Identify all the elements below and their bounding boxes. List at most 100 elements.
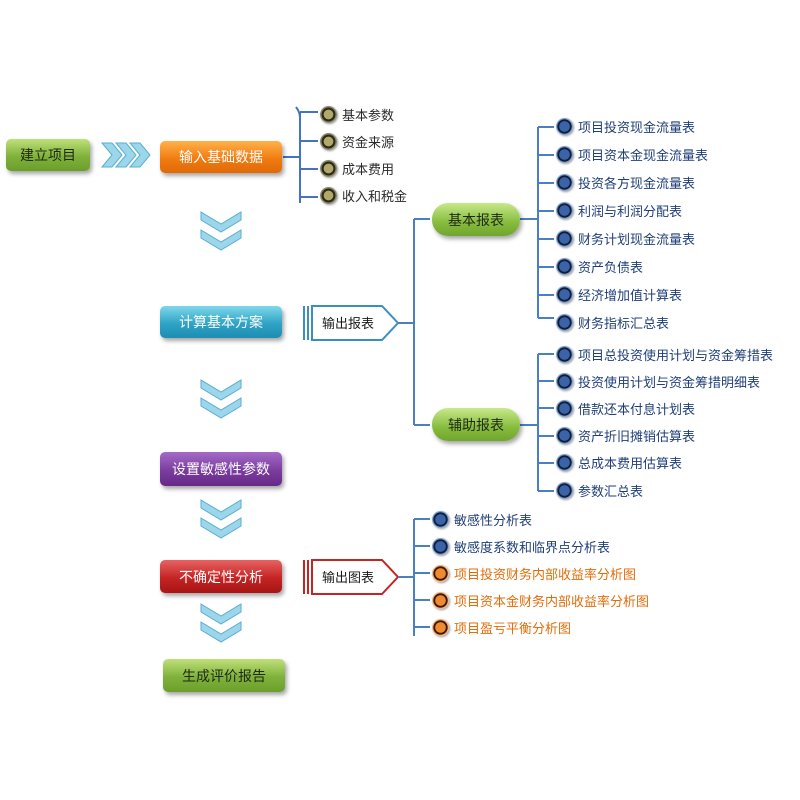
bullet-icon <box>320 105 337 123</box>
basic-report-item-label: 利润与利润分配表 <box>578 204 683 220</box>
bullet-icon <box>320 159 337 177</box>
input-item[interactable]: 资金来源 <box>320 130 394 152</box>
chevron-right-icon <box>114 142 137 168</box>
input-bracket <box>283 111 318 203</box>
basic-report-item[interactable]: 资产负债表 <box>556 255 643 277</box>
chevron-down-icon <box>200 211 242 233</box>
basic-report-item-label: 财务计划现金流量表 <box>578 232 696 248</box>
bullet-icon <box>320 132 337 150</box>
aux-report-item-label: 投资使用计划与资金筹措明细表 <box>578 375 761 391</box>
basic-report-item[interactable]: 财务计划现金流量表 <box>556 227 695 249</box>
input-item-label: 基本参数 <box>342 108 395 124</box>
output-charts-marker <box>303 560 309 594</box>
aux-report-item[interactable]: 参数汇总表 <box>556 479 643 501</box>
chevron-down-icon <box>200 397 242 419</box>
aux-reports-pill[interactable]: 辅助报表 <box>432 408 520 441</box>
bullet-icon <box>556 229 573 247</box>
gen-report-box[interactable]: 生成评价报告 <box>163 659 285 692</box>
chevron-down-icon <box>200 621 242 643</box>
output-charts-arrow <box>311 559 400 595</box>
input-item-label: 成本费用 <box>342 162 395 178</box>
aux-report-item[interactable]: 项目总投资使用计划与资金筹措表 <box>556 343 773 365</box>
aux-report-item[interactable]: 借款还本付息计划表 <box>556 397 695 419</box>
chart-item[interactable]: 项目盈亏平衡分析图 <box>432 616 571 638</box>
bullet-icon <box>320 186 337 204</box>
bullet-icon <box>556 145 573 163</box>
bullet-icon <box>432 564 449 582</box>
calc-plan-box[interactable]: 计算基本方案 <box>160 306 282 338</box>
bullet-icon <box>556 117 573 135</box>
bullet-icon <box>556 399 573 417</box>
bullet-icon <box>556 257 573 275</box>
aux-report-item[interactable]: 资产折旧摊销估算表 <box>556 425 695 447</box>
chart-item[interactable]: 项目投资财务内部收益率分析图 <box>432 562 636 584</box>
bracket-curve <box>295 106 301 119</box>
basic-report-item-label: 项目投资现金流量表 <box>578 120 696 136</box>
bullet-icon <box>556 313 573 331</box>
basic-report-item[interactable]: 项目资本金现金流量表 <box>556 143 708 165</box>
basic-report-item-label: 项目资本金现金流量表 <box>578 148 709 164</box>
chevron-right-icon <box>100 142 123 168</box>
chart-item-label: 项目投资财务内部收益率分析图 <box>454 567 637 583</box>
basic-reports-pill[interactable]: 基本报表 <box>432 203 520 236</box>
aux-report-item[interactable]: 总成本费用估算表 <box>556 452 682 474</box>
bullet-icon <box>432 591 449 609</box>
create-project-box[interactable]: 建立项目 <box>6 139 90 171</box>
basic-report-item-label: 投资各方现金流量表 <box>578 176 696 192</box>
basic-report-item-label: 资产负债表 <box>578 260 644 276</box>
chart-item[interactable]: 敏感度系数和临界点分析表 <box>432 535 610 557</box>
chevron-down-icon <box>200 517 242 539</box>
chart-item-label: 敏感度系数和临界点分析表 <box>454 540 611 556</box>
set-sensitivity-box[interactable]: 设置敏感性参数 <box>160 452 282 486</box>
aux-report-item[interactable]: 投资使用计划与资金筹措明细表 <box>556 370 760 392</box>
chevron-down-icon <box>200 229 242 251</box>
bullet-icon <box>432 537 449 555</box>
aux-report-item-label: 借款还本付息计划表 <box>578 402 696 418</box>
chevron-down-icon <box>200 499 242 521</box>
report-branch <box>398 218 430 426</box>
output-charts-label: 输出图表 <box>322 571 375 586</box>
input-item[interactable]: 收入和税金 <box>320 184 407 206</box>
chevron-down-icon <box>200 379 242 401</box>
bullet-icon <box>432 510 449 528</box>
aux-bracket <box>520 353 554 492</box>
input-item-label: 收入和税金 <box>342 189 408 205</box>
chart-item-label: 项目盈亏平衡分析图 <box>454 621 572 637</box>
aux-report-item-label: 资产折旧摊销估算表 <box>578 430 696 446</box>
basic-report-item[interactable]: 财务指标汇总表 <box>556 311 669 333</box>
aux-report-item-label: 项目总投资使用计划与资金筹措表 <box>578 348 774 364</box>
bullet-icon <box>556 285 573 303</box>
input-item[interactable]: 成本费用 <box>320 157 394 179</box>
chart-item[interactable]: 项目资本金财务内部收益率分析图 <box>432 589 649 611</box>
basic-report-item[interactable]: 项目投资现金流量表 <box>556 115 695 137</box>
bullet-icon <box>432 618 449 636</box>
bullet-icon <box>556 454 573 472</box>
bullet-icon <box>556 345 573 363</box>
basic-report-item[interactable]: 经济增加值计算表 <box>556 283 682 305</box>
output-reports-label: 输出报表 <box>322 317 375 332</box>
basic-report-item-label: 经济增加值计算表 <box>578 288 683 304</box>
aux-report-item-label: 参数汇总表 <box>578 484 644 500</box>
bullet-icon <box>556 173 573 191</box>
chart-item-label: 敏感性分析表 <box>454 513 533 529</box>
bullet-icon <box>556 201 573 219</box>
basic-bracket <box>520 126 554 319</box>
input-item-label: 资金来源 <box>342 135 395 151</box>
chevron-right-icon <box>128 142 151 168</box>
bullet-icon <box>556 481 573 499</box>
uncertainty-box[interactable]: 不确定性分析 <box>160 560 282 593</box>
chart-item[interactable]: 敏感性分析表 <box>432 508 532 530</box>
input-item[interactable]: 基本参数 <box>320 103 394 125</box>
basic-report-item[interactable]: 投资各方现金流量表 <box>556 171 695 193</box>
chart-bracket <box>398 518 430 636</box>
input-data-box[interactable]: 输入基础数据 <box>160 141 282 173</box>
chevron-down-icon <box>200 603 242 625</box>
basic-report-item-label: 财务指标汇总表 <box>578 316 670 332</box>
bullet-icon <box>556 427 573 445</box>
aux-report-item-label: 总成本费用估算表 <box>578 457 683 473</box>
output-reports-arrow <box>311 305 400 341</box>
basic-report-item[interactable]: 利润与利润分配表 <box>556 199 682 221</box>
chart-item-label: 项目资本金财务内部收益率分析图 <box>454 594 650 610</box>
